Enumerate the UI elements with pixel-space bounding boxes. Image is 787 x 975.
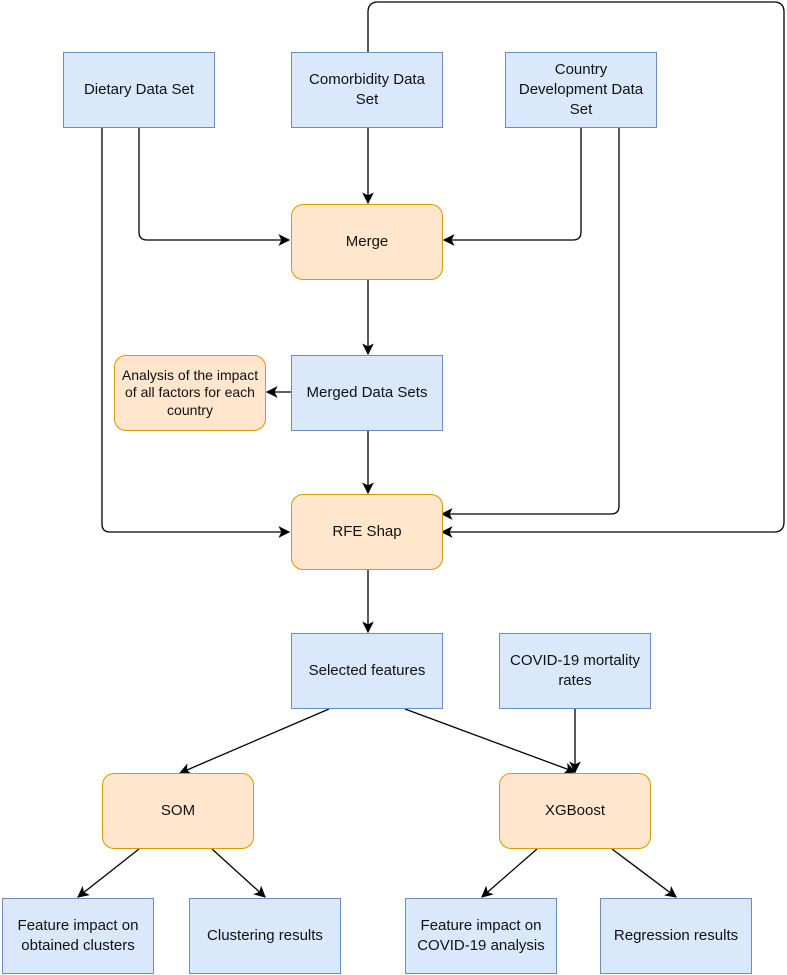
edge-selected-som: [178, 708, 330, 775]
edge-som-feat-clusters: [77, 848, 140, 898]
node-merged-data-sets: Merged Data Sets: [291, 355, 443, 431]
node-feature-impact-covid: Feature impact on COVID-19 analysis: [405, 898, 557, 974]
edge-selected-xgboost: [404, 708, 577, 774]
edge-country-dev-merge: [442, 128, 582, 246]
edge-dietary-rfe: [101, 128, 291, 538]
node-dietary-data-set: Dietary Data Set: [63, 52, 215, 128]
node-clustering-results: Clustering results: [189, 898, 341, 974]
node-rfe-shap: RFE Shap: [291, 494, 443, 570]
node-analysis-impact: Analysis of the impact of all factors fo…: [114, 355, 266, 431]
node-selected-features: Selected features: [291, 633, 443, 709]
edge-som-clustering: [211, 848, 266, 898]
edge-xgboost-regression: [611, 848, 677, 898]
node-som: SOM: [102, 773, 254, 849]
node-country-development-data-set: Country Development Data Set: [505, 52, 657, 128]
node-merge: Merge: [291, 204, 443, 280]
node-xgboost: XGBoost: [499, 773, 651, 849]
node-comorbidity-data-set: Comorbidity Data Set: [291, 52, 443, 128]
node-covid-mortality-rates: COVID-19 mortality rates: [499, 633, 651, 709]
node-regression-results: Regression results: [600, 898, 752, 974]
edge-country-dev-rfe: [440, 128, 620, 520]
edge-xgboost-feat-covid: [481, 848, 538, 898]
node-feature-impact-clusters: Feature impact on obtained clusters: [2, 898, 154, 974]
edge-dietary-merge: [138, 128, 291, 246]
edge-comorbidity-rfe: [367, 1, 785, 538]
